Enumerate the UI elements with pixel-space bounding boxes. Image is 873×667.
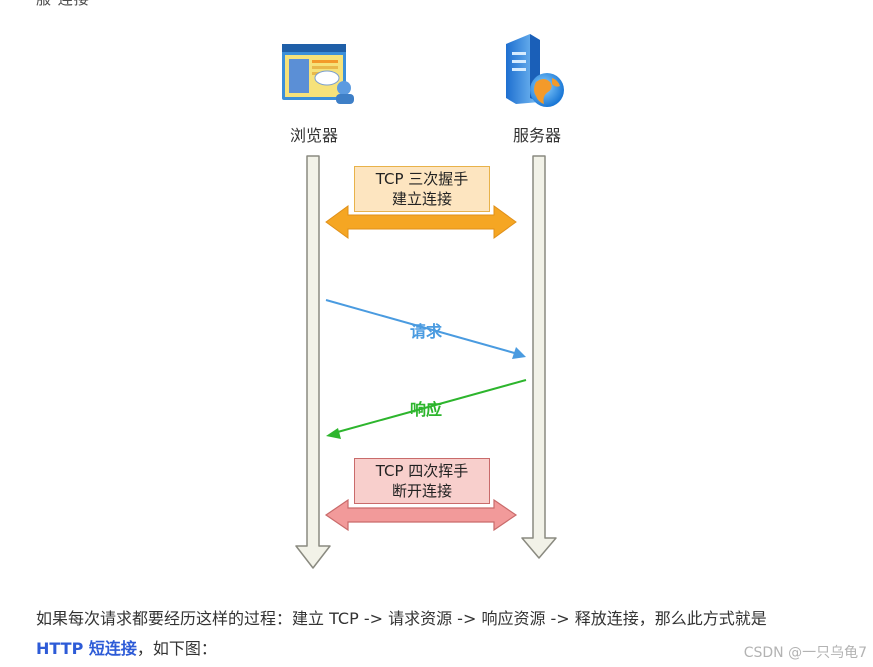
response-label: 响应 (409, 400, 443, 419)
server-globe-icon (506, 34, 564, 107)
handshake-line2: 建立连接 (391, 190, 452, 208)
paragraph-text: 如果每次请求都要经历这样的过程：建立 TCP -> 请求资源 -> 响应资源 -… (36, 609, 767, 628)
server-label: 服务器 (512, 126, 562, 145)
handshake-box: TCP 三次握手 建立连接 (354, 166, 490, 212)
http-short-connection-link[interactable]: HTTP 短连接 (36, 639, 137, 658)
request-arrow (325, 299, 526, 359)
teardown-box: TCP 四次挥手 断开连接 (354, 458, 490, 504)
request-label: 请求 (409, 322, 443, 341)
csdn-watermark: CSDN @一只乌龟7 (743, 645, 867, 661)
paragraph-tail: ，如下图： (136, 639, 217, 658)
explanation-paragraph: 如果每次请求都要经历这样的过程：建立 TCP -> 请求资源 -> 响应资源 -… (36, 604, 856, 664)
truncated-top-text: 服 连接 (36, 0, 90, 9)
teardown-double-arrow (324, 498, 518, 532)
teardown-line2: 断开连接 (391, 482, 452, 500)
browser-label: 浏览器 (289, 126, 339, 145)
handshake-double-arrow (325, 205, 517, 239)
server-lifeline (521, 155, 557, 559)
browser-window-icon (282, 44, 354, 104)
handshake-line1: TCP 三次握手 (375, 170, 469, 188)
response-arrow (326, 379, 527, 439)
browser-lifeline (295, 155, 331, 569)
teardown-line1: TCP 四次挥手 (375, 462, 469, 480)
